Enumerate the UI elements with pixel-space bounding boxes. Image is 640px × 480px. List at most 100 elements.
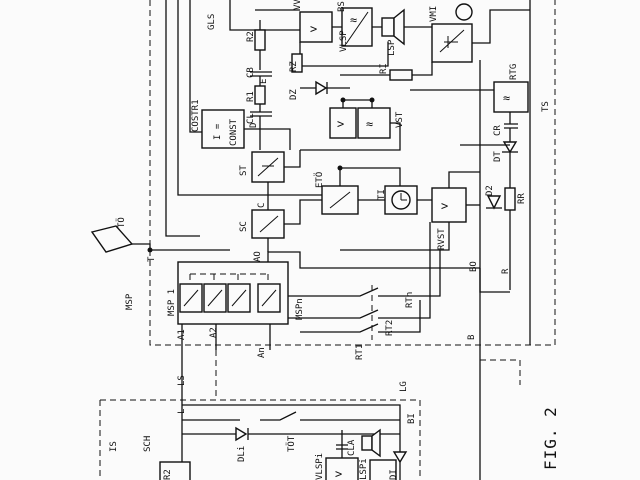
label-sc: SC bbox=[239, 221, 249, 232]
resistor-r1 bbox=[254, 85, 266, 105]
left-rail bbox=[165, 0, 200, 237]
switch-rt2 bbox=[288, 222, 431, 319]
block-lower-r2 bbox=[159, 461, 191, 480]
sc-switch bbox=[259, 215, 279, 233]
label-rt2: RT2 bbox=[385, 320, 395, 336]
figure-label: FIG. 2 bbox=[541, 406, 560, 470]
diode-dt bbox=[502, 141, 518, 154]
junction bbox=[337, 165, 343, 171]
capacitor-cb bbox=[250, 71, 272, 77]
handset-to bbox=[90, 225, 134, 253]
block-rvst bbox=[431, 187, 467, 223]
label-gls: GLS bbox=[207, 14, 217, 30]
label-vst: VST bbox=[395, 111, 405, 128]
wire-rvst-bottom bbox=[340, 222, 450, 251]
label-tot: TÖT bbox=[286, 435, 297, 452]
wire-r bbox=[479, 268, 510, 293]
block-vmi bbox=[431, 23, 473, 63]
label-vlsp: VLSP bbox=[339, 30, 349, 52]
amp-vlsp-diagonal bbox=[345, 11, 369, 45]
capacitor-cla bbox=[336, 430, 348, 458]
label-lspi: LSPi bbox=[359, 458, 369, 480]
label-rr: RR bbox=[517, 193, 527, 204]
st-symbol bbox=[257, 157, 279, 177]
label-d2: D2 bbox=[485, 185, 495, 196]
label-a1: A1 bbox=[177, 329, 187, 340]
label-a2: A2 bbox=[209, 327, 219, 338]
junction bbox=[340, 97, 346, 103]
resistor-ri bbox=[389, 69, 413, 81]
label-rvst: RVST bbox=[437, 228, 447, 250]
speaker-lspi-cone bbox=[371, 428, 381, 458]
label-e: E bbox=[259, 79, 269, 84]
label-c: C bbox=[257, 203, 267, 208]
amp-vlsp-tilde: ≈ bbox=[350, 13, 357, 27]
label-ls: LS bbox=[177, 375, 187, 386]
diode-di bbox=[392, 451, 408, 464]
diode-dz bbox=[315, 80, 328, 96]
wire-st bbox=[284, 150, 301, 168]
label-cla: CLA bbox=[347, 439, 357, 456]
wire-ri-vmi bbox=[340, 62, 433, 76]
wire-t bbox=[132, 243, 230, 251]
label-bi: BI bbox=[407, 413, 417, 424]
wire-sc-eto bbox=[284, 199, 322, 225]
eto-switch bbox=[329, 191, 351, 209]
block-costr1 bbox=[201, 109, 245, 149]
label-cl: CL bbox=[246, 113, 256, 124]
vmi-symbol bbox=[439, 29, 465, 53]
rail-2 bbox=[177, 0, 330, 196]
label-rtn: RTn bbox=[405, 292, 415, 308]
label-lg: LG bbox=[399, 381, 409, 392]
label-msp: MSP bbox=[125, 293, 135, 310]
msp-linkage bbox=[189, 273, 270, 284]
label-to: TÖ bbox=[116, 217, 127, 228]
label-costr1: COSTR1 bbox=[191, 99, 201, 132]
wire-costr1 bbox=[244, 128, 291, 150]
switch-rt1 bbox=[300, 300, 421, 333]
label-const: CONST bbox=[229, 118, 239, 146]
label-st: ST bbox=[239, 165, 249, 176]
label-cb: CB bbox=[246, 67, 256, 78]
wire-top-1 bbox=[229, 0, 300, 31]
label-r2: R2 bbox=[246, 31, 256, 42]
block-lower-right bbox=[369, 459, 397, 480]
label-is: IS bbox=[109, 441, 119, 452]
label-vlspi: VLSPi bbox=[315, 453, 325, 480]
label-an: An bbox=[257, 347, 267, 358]
resistor-rz bbox=[291, 53, 303, 73]
label-ts: TS bbox=[541, 101, 551, 112]
diode-dli bbox=[235, 426, 248, 442]
capacitor-cr bbox=[504, 112, 518, 142]
speaker-lsp bbox=[381, 17, 395, 37]
wire-ri bbox=[350, 42, 389, 67]
speaker-lsp-cone bbox=[393, 8, 405, 46]
wire-vst-out bbox=[300, 122, 401, 151]
inner-station-frame bbox=[100, 399, 421, 480]
label-b: B bbox=[467, 335, 477, 340]
label-r1: R1 bbox=[246, 91, 256, 102]
junction bbox=[147, 247, 153, 253]
amp-vst-1 bbox=[329, 107, 357, 139]
vst-amp-symbol: > bbox=[337, 117, 344, 131]
switch-rtn bbox=[288, 250, 441, 297]
label-r: R bbox=[501, 268, 511, 274]
label-ri: RI bbox=[379, 63, 389, 74]
label-bo: BO bbox=[469, 261, 479, 272]
junction bbox=[369, 97, 375, 103]
rtg-symbol: ≈ bbox=[503, 91, 510, 105]
line-b-branch bbox=[480, 359, 521, 385]
resistor-r2 bbox=[254, 29, 266, 51]
rvst-symbol: > bbox=[441, 199, 448, 213]
label-r2-lower: R2 bbox=[163, 469, 173, 480]
station-frame bbox=[149, 0, 556, 346]
label-l: L bbox=[177, 409, 187, 414]
label-eto: ETÖ bbox=[314, 172, 325, 188]
vlspi-symbol: > bbox=[335, 467, 342, 480]
label-vv: VV bbox=[293, 0, 303, 10]
label-msp1: MSP 1 bbox=[167, 289, 177, 316]
label-mspn: MSPn bbox=[295, 298, 305, 320]
label-di: DI bbox=[389, 469, 399, 480]
label-rz: RZ bbox=[289, 61, 299, 72]
